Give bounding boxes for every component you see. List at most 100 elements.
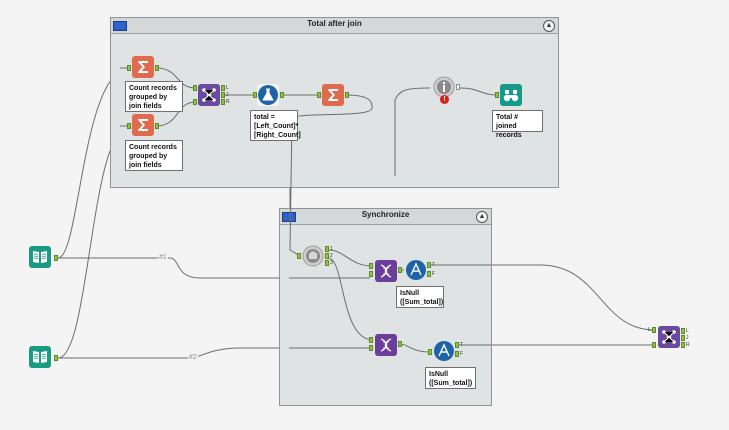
anchor-label: T [432,262,436,268]
output-anchor[interactable] [54,355,58,361]
join-icon [662,330,676,344]
book-input-icon [33,251,47,263]
filter-true-anchor[interactable] [427,262,431,268]
input-data-tool-1[interactable] [29,246,51,268]
formula-tool[interactable] [257,84,279,106]
output-anchor[interactable] [155,123,159,129]
book-input-icon [33,351,47,363]
input-anchor[interactable] [428,349,432,355]
output-anchor-2[interactable] [325,253,329,259]
container-header[interactable]: Synchronize ▲ [280,209,491,225]
input-anchor[interactable] [495,92,499,98]
anchor-label: 2 [330,253,333,259]
join-j-output-anchor[interactable] [221,92,225,98]
join-icon [202,88,216,102]
input-anchor[interactable] [253,92,257,98]
annotation-formula[interactable]: total = [Left_Count]*[Right_Count] [250,110,301,141]
join-tool-final[interactable] [658,326,680,348]
output-anchor[interactable] [398,267,402,273]
collapse-button[interactable]: ▲ [543,20,555,32]
output-anchor[interactable] [456,84,460,90]
filter-false-anchor[interactable] [427,271,431,277]
output-anchor[interactable] [398,341,402,347]
anchor-label: L [686,328,689,334]
container-title: Synchronize [361,210,410,219]
append-target-anchor[interactable] [369,263,373,269]
output-anchor-1[interactable] [325,246,329,252]
block-until-done-tool[interactable] [302,245,324,267]
anchor-label: T [460,342,464,348]
append-target-anchor[interactable] [369,337,373,343]
anchor-label: J [686,335,689,341]
join-r-output-anchor[interactable] [681,342,685,348]
filter-tool-2[interactable] [433,340,455,362]
annotation-total-joined[interactable]: Total # joined records [492,110,543,139]
anchor-label: L [226,85,229,91]
anchor-label: R [226,99,230,105]
anchor-label: F [460,351,464,357]
append-fields-tool-1[interactable] [375,260,397,282]
sigma-icon [138,61,148,73]
filter-tool-1[interactable] [405,259,427,281]
join-j-output-anchor[interactable] [681,335,685,341]
join-l-output-anchor[interactable] [681,328,685,334]
join-left-anchor[interactable] [193,85,197,91]
input-anchor[interactable] [127,65,131,71]
summarize-tool-1[interactable] [132,56,154,78]
container-header[interactable]: Total after join ▲ [111,18,558,34]
hand-icon [302,245,324,267]
join-right-anchor[interactable] [193,99,197,105]
join-left-anchor[interactable] [652,327,656,333]
filter-false-anchor[interactable] [455,351,459,357]
dna-icon [380,338,392,352]
anchor-label: R [686,342,690,348]
container-title: Total after join [307,19,362,28]
annotation-count-records-1[interactable]: Count records grouped by join fields [125,81,183,112]
anchor-label: J [226,92,229,98]
join-r-output-anchor[interactable] [221,99,225,105]
output-anchor[interactable] [280,92,284,98]
flask-icon [258,85,278,105]
anchor-label: F [432,271,436,277]
join-tool[interactable] [198,84,220,106]
browse-tool[interactable] [500,84,522,106]
collapse-button[interactable]: ▲ [476,211,488,223]
output-anchor[interactable] [155,65,159,71]
container-icon [113,21,127,31]
filter-triangle-icon [434,341,454,361]
filter-triangle-icon [406,260,426,280]
output-anchor[interactable] [345,92,349,98]
wire-filter1-union [430,264,656,331]
connection-label[interactable]: #1 [158,254,168,261]
input-anchor[interactable] [317,92,321,98]
input-data-tool-2[interactable] [29,346,51,368]
input-anchor[interactable] [127,123,131,129]
anchor-label: L [648,327,651,333]
join-right-anchor[interactable] [652,342,656,348]
sigma-icon [138,119,148,131]
anchor-label: 3 [330,260,333,266]
message-tool[interactable] [433,76,455,98]
binoculars-icon [503,90,519,102]
filter-true-anchor[interactable] [455,342,459,348]
annotation-isnull-2[interactable]: IsNull ([Sum_total]) [425,367,476,389]
summarize-tool-2[interactable] [132,114,154,136]
annotation-isnull-1[interactable]: IsNull ([Sum_total]) [396,286,444,308]
append-source-anchor[interactable] [369,271,373,277]
annotation-count-records-2[interactable]: Count records grouped by join fields [125,140,183,171]
output-anchor[interactable] [54,255,58,261]
connection-label[interactable]: #2 [188,354,198,361]
output-anchor-3[interactable] [325,260,329,266]
summarize-tool-3[interactable] [322,84,344,106]
error-badge-icon[interactable]: ! [440,95,449,104]
input-anchor[interactable] [297,253,301,259]
wire-input1-wait [58,257,370,279]
append-fields-tool-2[interactable] [375,334,397,356]
anchor-label: 1 [330,246,333,252]
append-source-anchor[interactable] [369,345,373,351]
join-l-output-anchor[interactable] [221,85,225,91]
sigma-icon [328,89,338,101]
dna-icon [380,264,392,278]
info-icon [433,76,455,98]
